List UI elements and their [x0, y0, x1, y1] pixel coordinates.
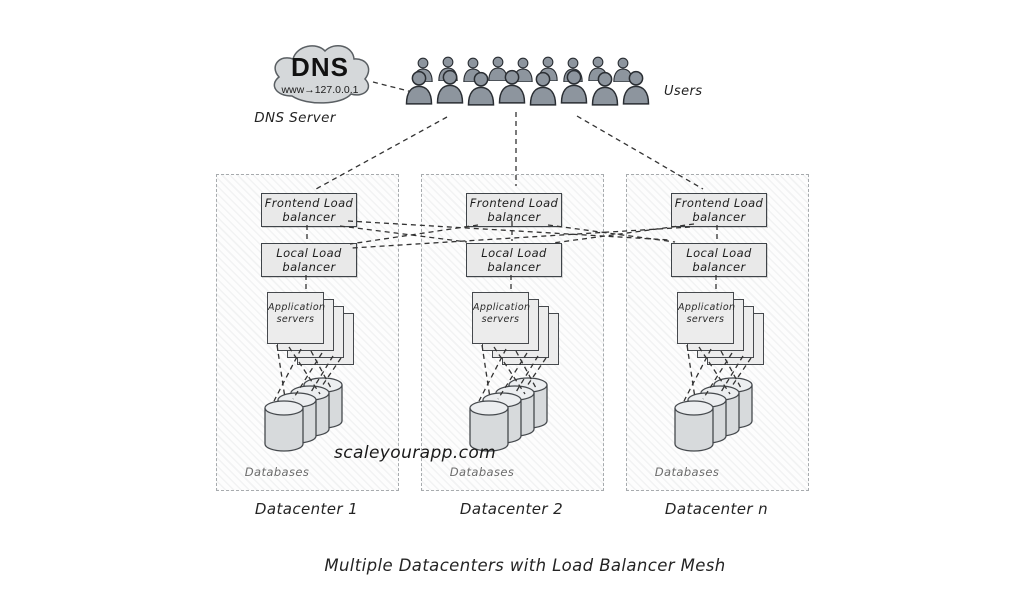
- datacenter-2-name: Datacenter 2: [459, 500, 564, 518]
- databases-label: Databases: [244, 465, 310, 479]
- app-server-front: Application servers: [267, 292, 326, 344]
- app-servers-label: Application servers: [678, 302, 736, 326]
- cloud-icon: [273, 44, 370, 104]
- local-load-balancer: Local Load balancer: [671, 243, 767, 277]
- watermark: scaleyourapp.com: [334, 443, 497, 463]
- app-server-front: Application servers: [472, 292, 531, 344]
- dns-mapping-text: www→127.0.0.1: [281, 84, 359, 96]
- datacenter-n-box: Frontend Load balancer Local Load balanc…: [626, 174, 809, 491]
- databases-label: Databases: [449, 465, 515, 479]
- databases-label: Databases: [654, 465, 720, 479]
- diagram-caption: Multiple Datacenters with Load Balancer …: [324, 556, 726, 575]
- datacenter-n-name: Datacenter n: [664, 500, 769, 518]
- dns-cloud: DNS www→127.0.0.1: [264, 38, 376, 110]
- databases-icon: [674, 377, 753, 452]
- users-group: [402, 56, 664, 114]
- frontend-load-balancer: Frontend Load balancer: [261, 193, 357, 227]
- frontend-load-balancer: Frontend Load balancer: [466, 193, 562, 227]
- local-load-balancer: Local Load balancer: [261, 243, 357, 277]
- dns-cloud-title: DNS: [291, 52, 349, 82]
- datacenter-1-name: Datacenter 1: [254, 500, 359, 518]
- dns-server-label: DNS Server: [254, 110, 336, 126]
- frontend-load-balancer: Frontend Load balancer: [671, 193, 767, 227]
- users-label: Users: [664, 84, 703, 99]
- users-crowd-icon: [405, 56, 650, 106]
- app-server-front: Application servers: [677, 292, 736, 344]
- local-load-balancer: Local Load balancer: [466, 243, 562, 277]
- app-servers-label: Application servers: [268, 302, 326, 326]
- app-servers-label: Application servers: [473, 302, 531, 326]
